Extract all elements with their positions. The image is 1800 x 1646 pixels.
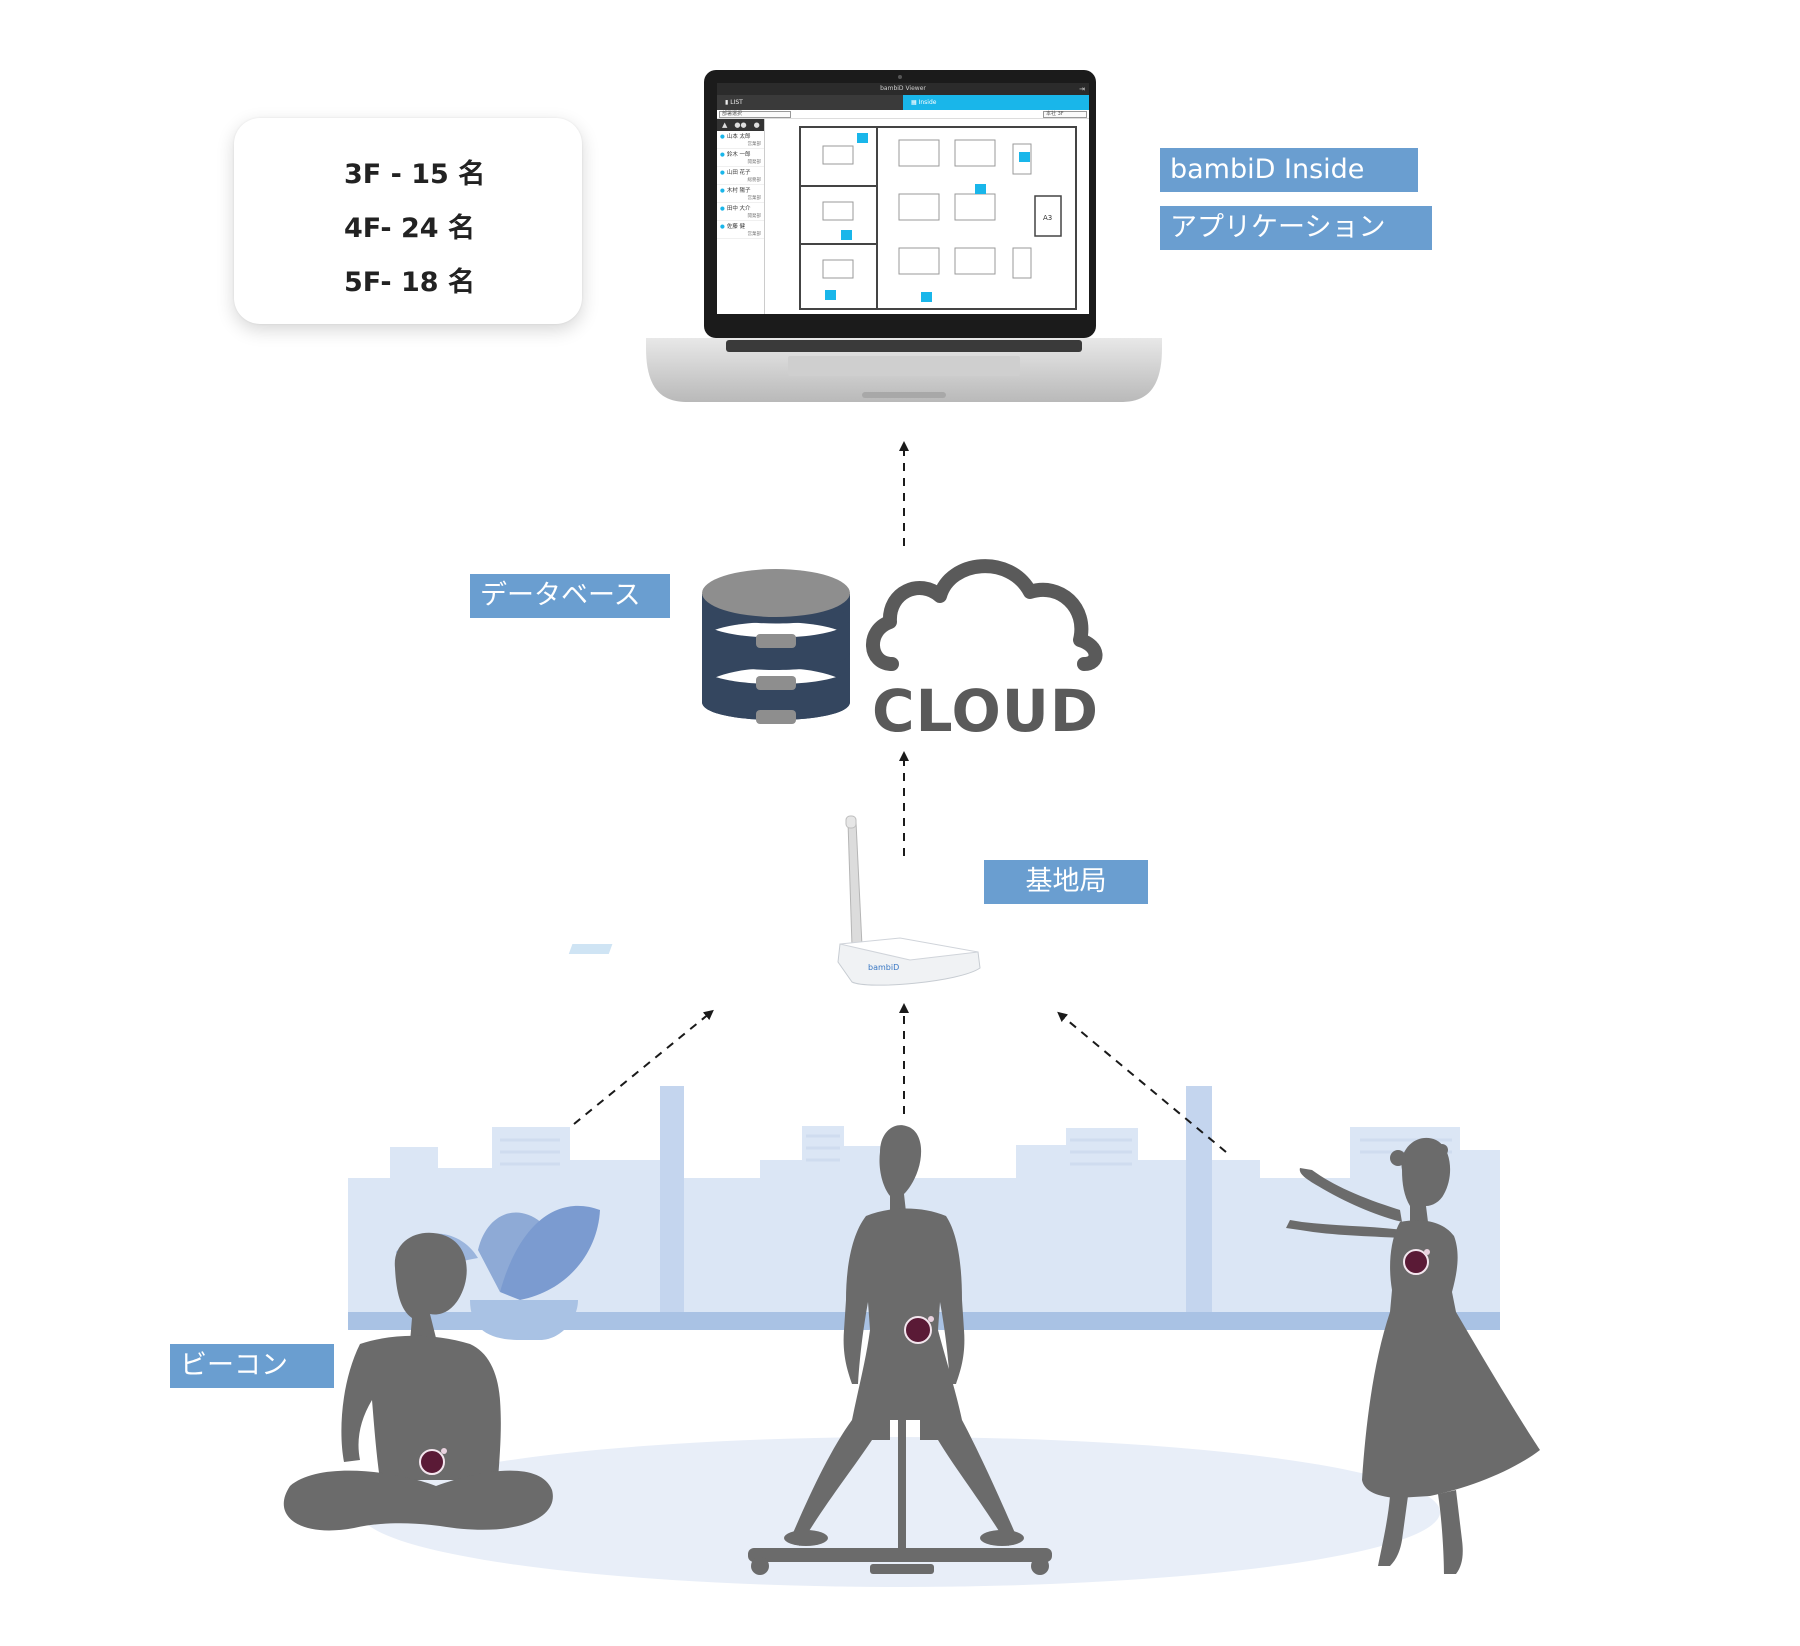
staff-name: 鈴木 一郎 <box>720 150 751 158</box>
inside-tab-icon: ▦ <box>911 99 919 106</box>
svg-text:bambiD: bambiD <box>868 963 899 972</box>
floor-plan-map: A3 <box>799 126 1077 310</box>
room-label: A3 <box>1043 214 1052 222</box>
person-marker-icon[interactable] <box>857 133 868 143</box>
floor-count-3f: 3F - 15 名 <box>344 159 486 190</box>
label-app-type: アプリケーション <box>1160 206 1432 250</box>
beacon-icon <box>419 1448 447 1475</box>
cloud-label: CLOUD <box>872 677 1100 745</box>
tab-list-label: LIST <box>730 99 743 106</box>
list-tab-icon: ▮ <box>725 99 731 106</box>
staff-name: 佐藤 健 <box>720 222 745 230</box>
person-marker-icon[interactable] <box>975 184 986 194</box>
exit-icon[interactable]: ⇥ <box>1079 85 1085 93</box>
app-toolbar: 部署選択 本社 3F <box>717 110 1089 119</box>
arrow-left-beacon-to-station <box>573 1009 714 1125</box>
staff-name: 田中 大介 <box>720 204 751 212</box>
laptop-screen-app: bambiD Viewer ⇥ ▮ LIST ▦ Inside 部署選択 本社 … <box>717 83 1089 314</box>
person-marker-icon[interactable] <box>1019 152 1030 162</box>
person-silhouette-icon <box>1286 1137 1540 1574</box>
person-silhouette-icon <box>283 1232 553 1531</box>
app-titlebar: bambiD Viewer ⇥ <box>717 83 1089 95</box>
person-silhouette-icon <box>748 1125 1052 1575</box>
floor-count-4f: 4F- 24 名 <box>344 213 475 244</box>
floor-count-callout: 3F - 15 名 4F- 24 名 5F- 18 名 <box>234 118 582 324</box>
cloud-icon <box>866 559 1103 671</box>
staff-dept: 開発部 <box>747 160 762 165</box>
person-icon[interactable]: ▲ <box>722 121 728 129</box>
app-window-title: bambiD Viewer <box>880 85 926 92</box>
arrow-right-beacon-to-station <box>1057 1011 1227 1153</box>
person-marker-icon[interactable] <box>841 230 852 240</box>
database-icon <box>702 569 850 724</box>
staff-name: 山本 太郎 <box>720 132 751 140</box>
staff-dept: 営業部 <box>747 196 762 201</box>
group-icon[interactable]: ●● <box>734 121 747 129</box>
label-database: データベース <box>470 574 670 618</box>
bubble-tail <box>578 236 642 284</box>
label-app-name: bambiD Inside <box>1160 148 1418 192</box>
label-beacon: ビーコン <box>170 1344 334 1388</box>
staff-dept: 営業部 <box>747 232 762 237</box>
staff-dept: 開発部 <box>747 214 762 219</box>
staff-dept: 営業部 <box>747 142 762 147</box>
info-icon[interactable]: ● <box>753 121 760 129</box>
person-marker-icon[interactable] <box>825 290 836 300</box>
tab-inside-label: Inside <box>918 99 937 106</box>
beacon-icon <box>1403 1249 1430 1275</box>
tab-inside[interactable]: ▦ Inside <box>903 95 1089 110</box>
staff-name: 山田 花子 <box>720 168 751 176</box>
tab-list[interactable]: ▮ LIST <box>717 95 903 110</box>
floor-count-5f: 5F- 18 名 <box>344 267 475 298</box>
department-select[interactable]: 部署選択 <box>719 111 791 118</box>
app-tabs: ▮ LIST ▦ Inside <box>717 95 1089 110</box>
person-marker-icon[interactable] <box>921 292 932 302</box>
beacon-icon <box>904 1316 934 1344</box>
antenna-router-icon: bambiD <box>568 815 981 986</box>
sidebar-toolbar: ▲ ●● ● <box>717 119 764 131</box>
flow-arrows <box>573 441 1227 1153</box>
staff-name: 木村 陽子 <box>720 186 751 194</box>
staff-dept: 総務部 <box>747 178 762 183</box>
floor-select[interactable]: 本社 3F <box>1043 111 1087 118</box>
label-base-station: 基地局 <box>984 860 1148 904</box>
